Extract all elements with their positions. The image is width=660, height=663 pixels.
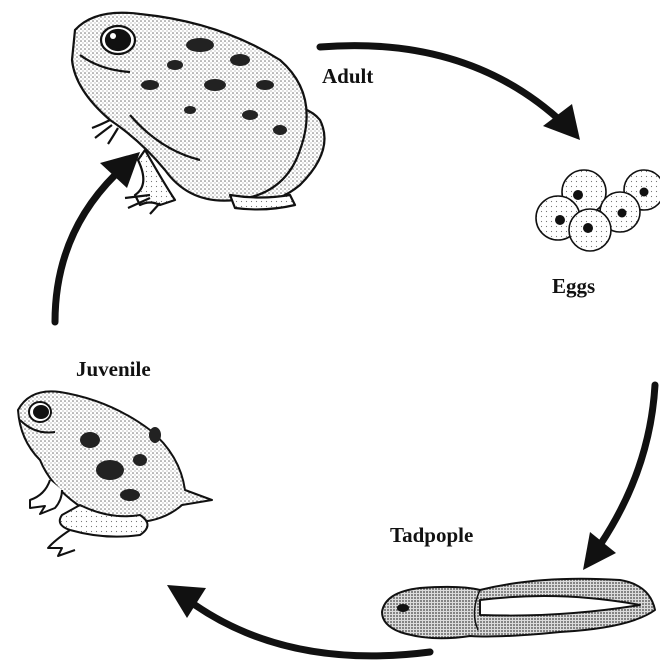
adult-label: Adult — [322, 66, 373, 87]
juvenile-label: Juvenile — [76, 359, 151, 380]
arrow-juvenile-to-adult — [55, 152, 140, 322]
eggs-illustration — [536, 170, 660, 251]
juvenile-frog-illustration — [18, 391, 212, 556]
eggs-label: Eggs — [552, 276, 595, 297]
tadpole-label: Tadpople — [390, 525, 473, 546]
tadpole-illustration — [382, 579, 655, 639]
arrow-eggs-to-tadpole — [583, 385, 655, 570]
arrow-adult-to-eggs — [320, 46, 580, 140]
